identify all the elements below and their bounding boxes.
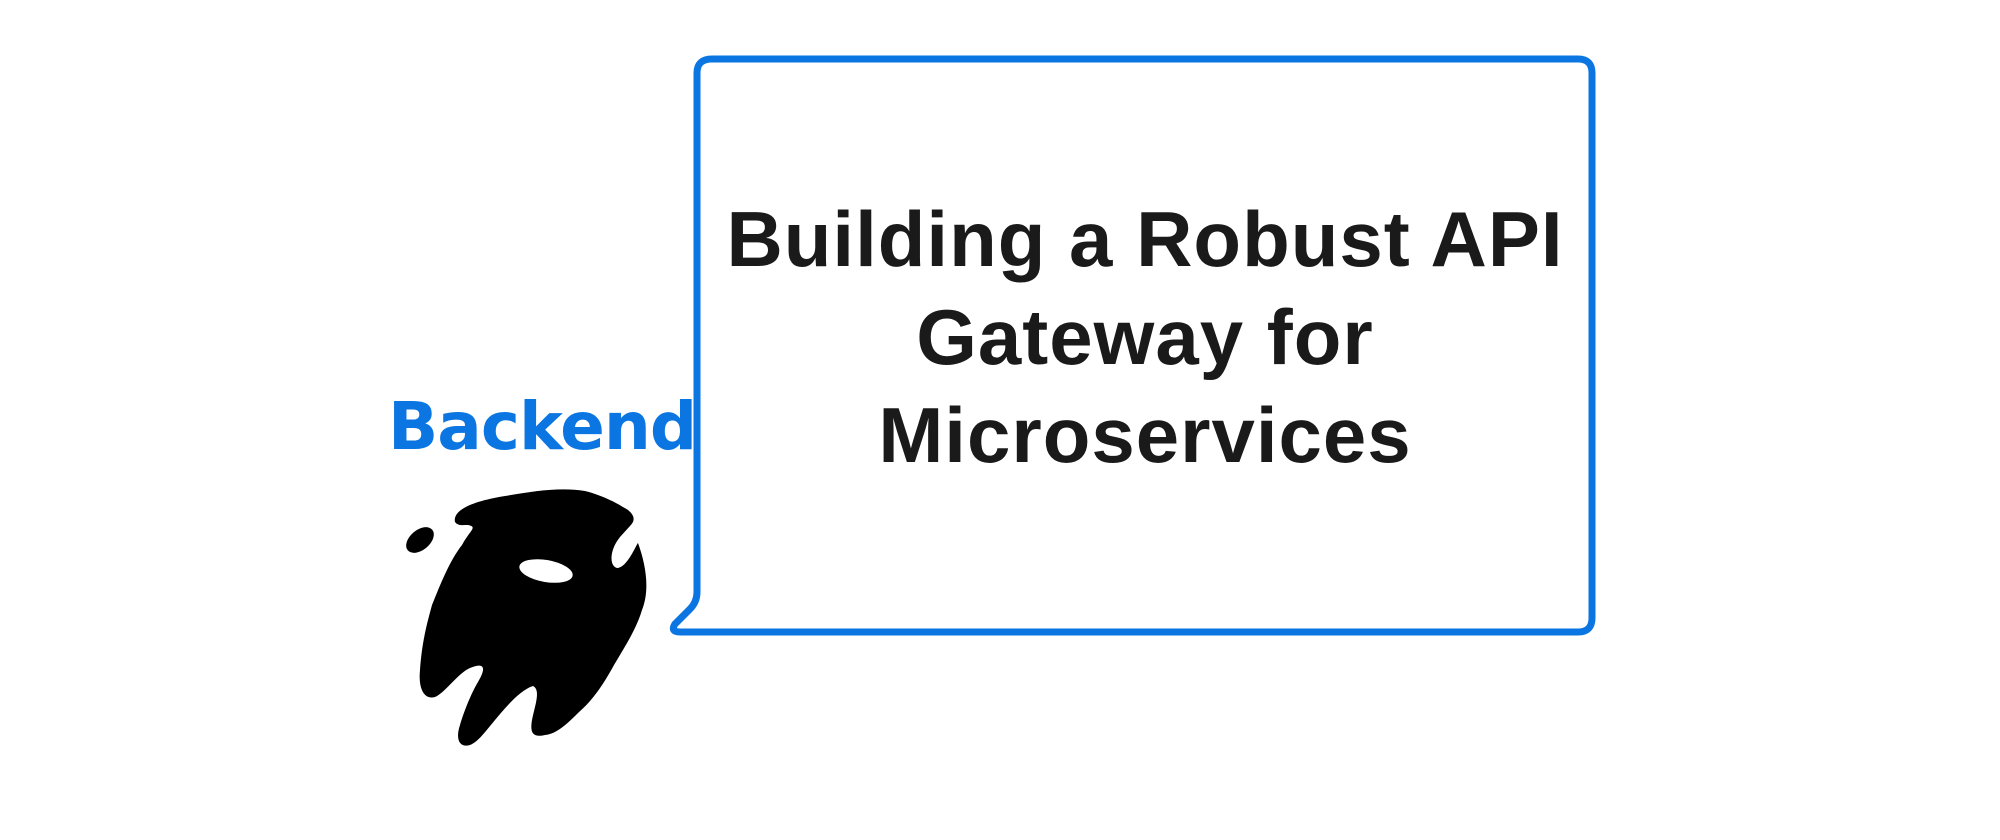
title-line-2: Gateway for <box>916 293 1374 381</box>
title-line-1: Building a Robust API <box>726 195 1564 283</box>
page-title: Building a Robust API Gateway for Micros… <box>700 190 1590 484</box>
category-tag: Backend <box>388 388 697 465</box>
title-line-3: Microservices <box>878 391 1412 479</box>
